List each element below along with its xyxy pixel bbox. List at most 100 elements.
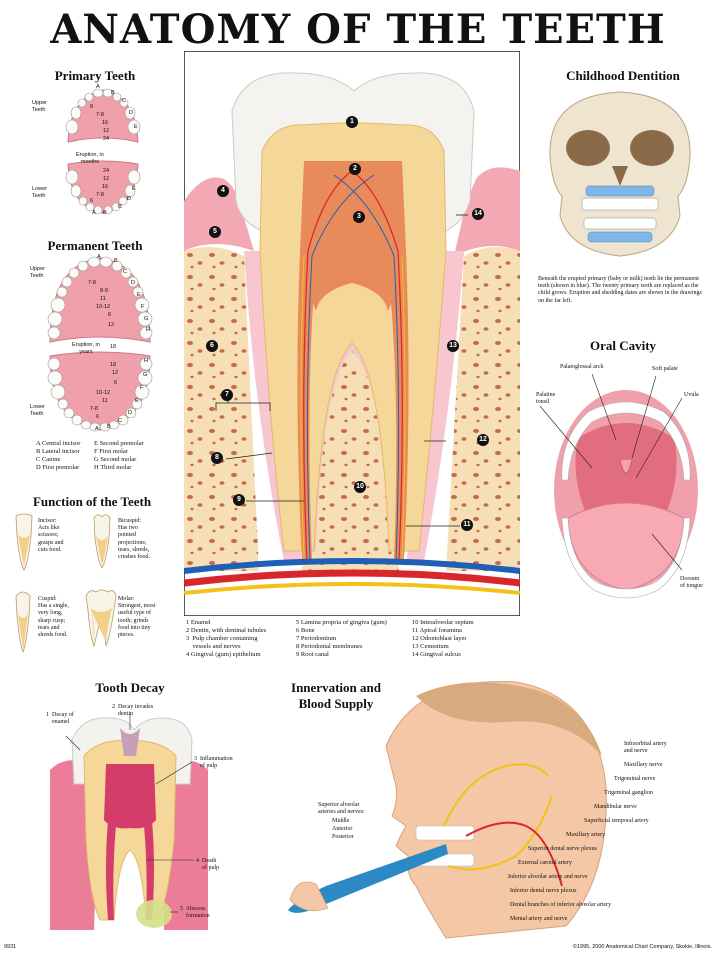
function-teeth-illustrations xyxy=(15,513,117,653)
primary-lower-num-1: 24 xyxy=(103,168,110,174)
innervation-right-label-7: Superior dental nerve plexus xyxy=(528,846,597,852)
perm-upper-letter-g: G xyxy=(144,316,149,322)
decay-label-3: 3 Inflammation of pulp xyxy=(194,756,233,770)
innervation-left-label-middle: Middle xyxy=(332,818,350,824)
primary-eruption-label: Eruption, in months xyxy=(76,152,104,165)
perm-lower-num-4: 10-12 xyxy=(96,390,111,396)
perm-lower-letter-f: F xyxy=(140,385,144,391)
vein-band xyxy=(184,558,520,574)
perm-lower-letter-d: D xyxy=(128,410,132,416)
primary-lower-label: Lower Teeth xyxy=(32,186,47,199)
innervation-right-label-11: Dental branches of inferior alveolar art… xyxy=(510,902,612,908)
perm-lower-num-7: 6 xyxy=(96,414,100,420)
number-14: 14 xyxy=(472,208,484,220)
primary-upper-letter-c: C xyxy=(122,98,126,104)
perm-upper-letter-h: H xyxy=(146,327,150,333)
oral-cavity-title: Oral Cavity xyxy=(589,338,657,353)
cuspid-caption: Cuspid: Has a single, very long, sharp c… xyxy=(38,596,69,639)
number-8: 8 xyxy=(211,452,223,464)
molar-tooth-icon xyxy=(85,589,117,648)
perm-lower-letter-e: E xyxy=(135,398,139,404)
artery-band xyxy=(184,569,520,587)
innervation-left-label-anterior: Anterior xyxy=(332,826,353,832)
molar-caption: Molar: Strongest, most useful type of to… xyxy=(118,596,156,639)
permanent-lower-arch xyxy=(47,351,153,432)
bone-right xyxy=(446,247,520,571)
primary-upper-label: Upper Teeth xyxy=(32,100,47,113)
primary-upper-letter-e: E xyxy=(134,124,138,130)
footer-copyright: ©1995, 2000 Anatomical Chart Company, Sk… xyxy=(572,944,712,950)
permanent-eruption-label: Eruption, in years xyxy=(72,342,100,355)
oral-label-uvula: Uvula xyxy=(684,392,699,398)
perm-lower-num-5: 11 xyxy=(102,398,108,404)
perm-upper-num-2: 8-9 xyxy=(100,288,108,294)
number-9: 9 xyxy=(233,494,245,506)
number-1: 1 xyxy=(346,116,358,128)
perm-lower-letter-b: B xyxy=(107,424,111,430)
decay-label-4: 4 Death of pulp xyxy=(196,858,220,872)
innervation-right-label-2: Trigeminal nerve xyxy=(614,776,656,782)
innervation-illustration xyxy=(288,681,607,939)
tooth-cross-section xyxy=(184,51,520,616)
tooth-decay-title: Tooth Decay xyxy=(95,680,165,695)
number-12: 12 xyxy=(477,434,489,446)
perm-lower-letter-h: H xyxy=(144,358,148,364)
primary-upper-letter-b: B xyxy=(111,90,115,96)
perm-upper-num-5: 6 xyxy=(108,312,112,318)
oral-label-soft-palate: Soft palate xyxy=(652,366,678,372)
perm-lower-letter-g: G xyxy=(143,372,148,378)
innervation-right-label-10: Inferior dental nerve plexus xyxy=(510,888,577,894)
perm-upper-num-1: 7-8 xyxy=(88,280,96,286)
permanent-teeth-title: Permanent Teeth xyxy=(47,238,143,253)
primary-lower-num-3: 16 xyxy=(102,184,109,190)
decay-label-5: 5 Abscess formation xyxy=(180,906,210,920)
innervation-right-label-1: Maxillary nerve xyxy=(624,762,663,768)
perm-lower-num-3: 6 xyxy=(114,380,118,386)
number-7: 7 xyxy=(221,389,233,401)
innervation-title: Innervation and Blood Supply xyxy=(291,680,381,711)
oral-label-palatine-tonsil: Palatine tonsil xyxy=(536,392,556,406)
bicuspid-tooth-icon xyxy=(93,514,111,569)
oral-label-palatoglossal-arch: Palatoglossal arch xyxy=(560,364,604,370)
primary-upper-letter-a: A xyxy=(96,84,100,90)
number-3: 3 xyxy=(353,211,365,223)
oral-cavity-illustration xyxy=(539,373,698,599)
innervation-right-label-6: Maxillary artery xyxy=(566,832,606,838)
number-11: 11 xyxy=(461,519,473,531)
perm-upper-letter-a: A xyxy=(97,254,101,260)
perm-upper-letter-d: D xyxy=(131,280,135,286)
incisor-caption: Incisor: Acts like scissors; grasps and … xyxy=(38,518,64,553)
perm-upper-num-7: 18 xyxy=(110,344,117,350)
perm-lower-letter-a: A xyxy=(95,426,99,432)
innervation-right-label-0: Infraorbital artery and nerve xyxy=(624,741,667,755)
permanent-upper-label: Upper Teeth xyxy=(30,266,45,279)
primary-upper-num-4: 12 xyxy=(103,128,110,134)
perm-upper-letter-b: B xyxy=(114,258,118,264)
bone-left xyxy=(184,247,259,571)
primary-upper-num-2: 7-8 xyxy=(96,112,104,118)
primary-upper-letter-d: D xyxy=(129,110,133,116)
primary-upper-num-3: 16 xyxy=(102,120,109,126)
primary-lower-letter-c: C xyxy=(118,204,122,210)
innervation-right-label-12: Mental artery and nerve xyxy=(510,916,568,922)
primary-lower-letter-d: D xyxy=(127,196,131,202)
primary-lower-letter-e: E xyxy=(132,186,136,192)
primary-upper-num-5: 24 xyxy=(103,136,110,142)
innervation-right-label-9: Inferior alveolar artery and nerve xyxy=(508,874,588,880)
gum-right xyxy=(454,167,520,256)
number-13: 13 xyxy=(447,340,459,352)
innervation-left-label-0: Superior alveolar arteries and nerves: xyxy=(318,802,365,816)
primary-teeth-diagram xyxy=(65,88,141,215)
permanent-lower-label: Lower Teeth xyxy=(30,404,45,417)
perm-lower-num-2: 12 xyxy=(112,370,119,376)
number-10: 10 xyxy=(354,481,366,493)
innervation-right-label-4: Mandibular nerve xyxy=(594,804,637,810)
perm-upper-num-3: 11 xyxy=(100,296,106,302)
number-6: 6 xyxy=(206,340,218,352)
childhood-title: Childhood Dentition xyxy=(566,68,680,83)
number-2: 2 xyxy=(349,163,361,175)
cuspid-tooth-icon xyxy=(15,591,31,653)
